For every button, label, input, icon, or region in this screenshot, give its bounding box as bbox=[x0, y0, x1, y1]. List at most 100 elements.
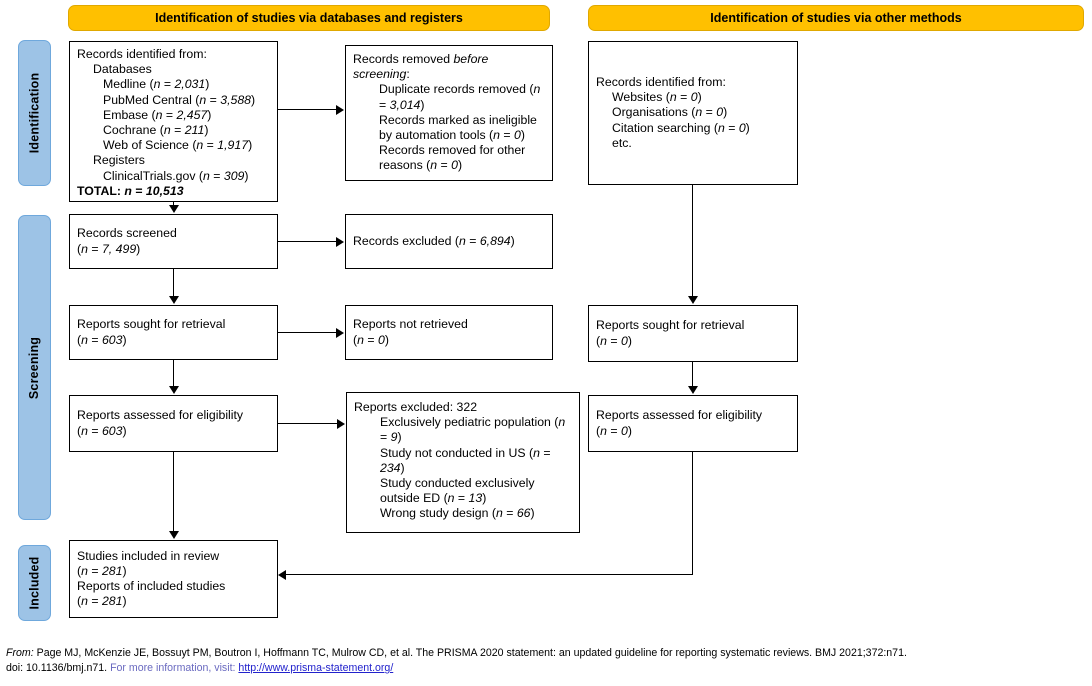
arrowhead-sought-to-assessed bbox=[169, 386, 179, 394]
total-label: TOTAL: bbox=[77, 183, 121, 198]
box-studies-included: Studies included in review (n = 281) Rep… bbox=[69, 540, 278, 618]
footer-doi: doi: 10.1136/bmj.n71. bbox=[6, 662, 108, 674]
other-citation-name: Citation searching bbox=[612, 120, 711, 135]
records-excluded-line: Records excluded (n = 6,894) bbox=[353, 233, 515, 248]
studies-included-count2: (n = 281) bbox=[77, 594, 127, 609]
other-sought-n: 0 bbox=[620, 333, 628, 348]
source-cochrane-name: Cochrane bbox=[103, 123, 157, 138]
records-excluded-n: 6,894 bbox=[479, 233, 511, 248]
connector-sought-to-notretrieved bbox=[278, 332, 337, 334]
other-identified-title: Records identified from: bbox=[596, 74, 726, 89]
records-removed-item-automation: Records marked as ineligible by automati… bbox=[379, 112, 537, 143]
stage-label-identification: Identification bbox=[18, 40, 51, 186]
source-pubmed-name: PubMed Central bbox=[103, 92, 192, 107]
reports-excluded-item-pediatric: Exclusively pediatric population (n = 9) bbox=[380, 415, 566, 445]
studies-included-n1: 281 bbox=[101, 563, 123, 578]
reports-assessed-label: Reports assessed for eligibility bbox=[77, 408, 244, 423]
source-medline-n: 2,031 bbox=[174, 77, 206, 92]
footer-from-label: From: bbox=[6, 647, 34, 659]
records-removed-item-other: Records removed for other reasons (n = 0… bbox=[379, 143, 526, 173]
arrowhead-assessed-to-included bbox=[169, 531, 179, 539]
records-excluded-label: Records excluded bbox=[353, 233, 452, 248]
other-citation-n: 0 bbox=[738, 120, 746, 135]
box-reports-sought: Reports sought for retrieval (n = 603) bbox=[69, 305, 278, 360]
connector-other-assessed-down bbox=[692, 452, 694, 575]
reports-sought-count: (n = 603) bbox=[77, 332, 127, 347]
other-source-organisations: Organisations (n = 0) bbox=[612, 105, 728, 120]
other-organisations-name: Organisations bbox=[612, 105, 688, 120]
source-medline-name: Medline bbox=[103, 77, 147, 92]
box-other-records-identified: Records identified from: Websites (n = 0… bbox=[588, 41, 798, 185]
records-removed-title-b: before screening bbox=[353, 52, 489, 82]
arrowhead-screened-to-sought bbox=[169, 296, 179, 304]
other-organisations-n: 0 bbox=[716, 105, 724, 120]
connector-screened-to-sought bbox=[173, 269, 175, 297]
source-pubmed-n: 3,588 bbox=[220, 92, 252, 107]
footer-citation-text: Page MJ, McKenzie JE, Bossuyt PM, Boutro… bbox=[36, 647, 907, 659]
source-embase-n: 2,457 bbox=[176, 107, 208, 122]
reports-assessed-n: 603 bbox=[101, 423, 123, 438]
connector-other-assessed-to-included bbox=[286, 574, 693, 576]
arrowhead-other-assessed-to-included bbox=[278, 570, 286, 580]
box-records-screened: Records screened (n = 7, 499) bbox=[69, 214, 278, 269]
stage-identification-text: Identification bbox=[27, 72, 42, 154]
connector-sought-to-assessed bbox=[173, 360, 175, 388]
records-identified-total: TOTAL: n = 10,513 bbox=[77, 184, 270, 199]
excluded-wrong-design-n: 66 bbox=[516, 506, 531, 521]
other-source-etc: etc. bbox=[612, 135, 632, 150]
removed-other-n: 0 bbox=[451, 158, 458, 173]
arrowhead-other-identified-to-sought bbox=[688, 296, 698, 304]
studies-included-line2: Reports of included studies bbox=[77, 579, 226, 593]
source-web-of-science: Web of Science (n = 1,917) bbox=[103, 138, 253, 153]
records-screened-n: 7, 499 bbox=[101, 241, 137, 256]
reports-excluded-item-not-us: Study not conducted in US (n = 234) bbox=[380, 445, 551, 475]
records-identified-group-registers: Registers bbox=[93, 153, 145, 168]
arrowhead-screened-to-excluded bbox=[336, 237, 344, 247]
source-clinicaltrials-n: 309 bbox=[223, 168, 245, 183]
stage-label-included: Included bbox=[18, 545, 51, 621]
connector-other-identified-to-sought bbox=[692, 185, 694, 297]
arrowhead-other-sought-to-assessed bbox=[688, 386, 698, 394]
reports-not-retrieved-count: (n = 0) bbox=[353, 332, 389, 347]
removed-automation-n: 0 bbox=[514, 128, 521, 143]
box-reports-excluded-detail: Reports excluded: 322 Exclusively pediat… bbox=[346, 392, 580, 533]
connector-identified-to-screened bbox=[173, 202, 175, 207]
connector-assessed-to-included bbox=[173, 452, 175, 532]
source-embase-name: Embase bbox=[103, 107, 149, 122]
removed-other-text: Records removed for other reasons bbox=[379, 143, 526, 173]
connector-other-sought-to-assessed bbox=[692, 362, 694, 388]
excluded-outside-ed-n: 13 bbox=[468, 491, 483, 506]
records-removed-item-duplicate: Duplicate records removed (n = 3,014) bbox=[379, 82, 541, 112]
total-eq: = bbox=[135, 183, 143, 198]
studies-included-n2: 281 bbox=[101, 594, 123, 609]
studies-included-line1: Studies included in review bbox=[77, 548, 220, 563]
source-pubmed-central: PubMed Central (n = 3,588) bbox=[103, 92, 256, 107]
source-wos-name: Web of Science bbox=[103, 138, 189, 153]
studies-included-count1: (n = 281) bbox=[77, 563, 127, 578]
source-clinicaltrials-name: ClinicalTrials.gov bbox=[103, 168, 196, 183]
box-records-excluded: Records excluded (n = 6,894) bbox=[345, 214, 553, 269]
other-source-websites: Websites (n = 0) bbox=[612, 90, 702, 105]
reports-excluded-title: Reports excluded: 322 bbox=[354, 400, 478, 414]
footer-prisma-link[interactable]: http://www.prisma-statement.org/ bbox=[238, 662, 394, 674]
other-websites-n: 0 bbox=[690, 90, 698, 105]
other-sought-label: Reports sought for retrieval bbox=[596, 318, 745, 333]
records-identified-title: Records identified from: bbox=[77, 47, 207, 61]
reports-excluded-item-outside-ed: Study conducted exclusively outside ED (… bbox=[380, 476, 535, 506]
box-reports-not-retrieved: Reports not retrieved (n = 0) bbox=[345, 305, 553, 360]
reports-assessed-count: (n = 603) bbox=[77, 423, 127, 438]
connector-identified-to-removed bbox=[278, 109, 337, 111]
banner-other-label: Identification of studies via other meth… bbox=[710, 11, 962, 25]
connector-screened-to-excluded bbox=[278, 241, 337, 243]
box-other-reports-assessed: Reports assessed for eligibility (n = 0) bbox=[588, 395, 798, 452]
reports-sought-label: Reports sought for retrieval bbox=[77, 317, 226, 332]
records-removed-title: Records removed before screening: bbox=[353, 52, 545, 82]
excluded-pediatric-text: Exclusively pediatric population bbox=[380, 415, 551, 430]
reports-not-retrieved-n: 0 bbox=[377, 332, 385, 347]
arrowhead-sought-to-notretrieved bbox=[336, 328, 344, 338]
source-cochrane-n: 211 bbox=[184, 123, 205, 138]
records-screened-label: Records screened bbox=[77, 226, 177, 241]
other-assessed-n: 0 bbox=[620, 423, 628, 438]
other-assessed-label: Reports assessed for eligibility bbox=[596, 408, 763, 423]
excluded-not-us-text: Study not conducted in US bbox=[380, 445, 526, 460]
